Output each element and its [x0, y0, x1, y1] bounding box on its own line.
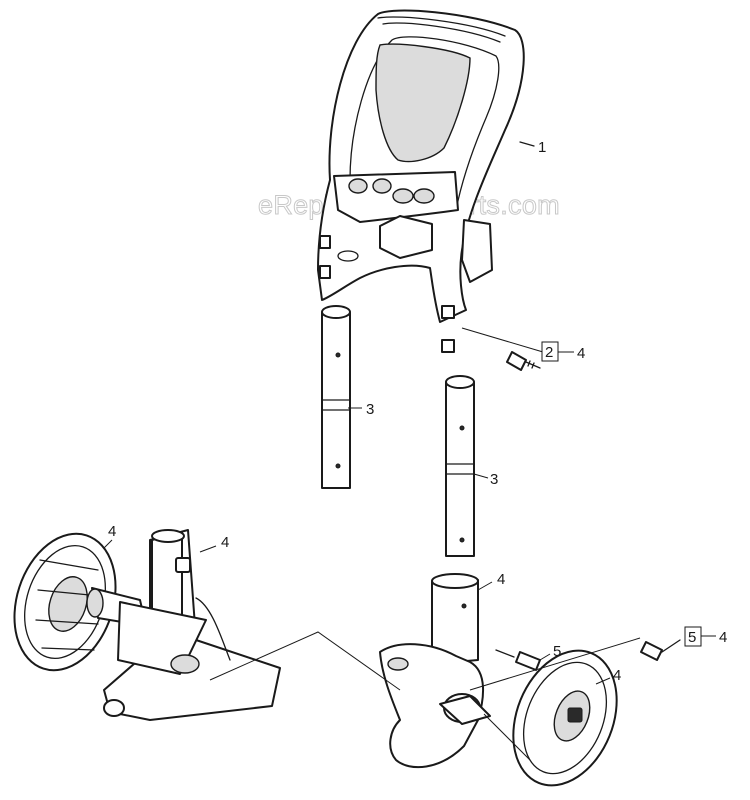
right-screw [640, 639, 681, 661]
callout-right-post: 4 [497, 571, 505, 588]
callout-tube-lower: 3 [490, 471, 498, 488]
handle-part [317, 9, 535, 353]
tube-left [321, 305, 351, 489]
right-base [379, 643, 491, 769]
left-base [103, 529, 281, 721]
handle-screw [506, 351, 541, 371]
callout-left-wheel: 4 [108, 523, 116, 540]
callout-handle-screw-ref: 4 [577, 345, 585, 362]
mid-screw [495, 649, 541, 671]
left-wheel [13, 532, 117, 672]
callout-right-screw-ref: 4 [719, 629, 727, 646]
callout-handle: 1 [538, 139, 546, 156]
tube-right [445, 375, 475, 557]
right-wheel [512, 649, 618, 787]
callout-left-axle: 4 [221, 534, 229, 551]
callout-right-screw: 5 [688, 629, 696, 646]
callout-mid-screw: 5 [553, 643, 561, 660]
callout-tube-upper: 3 [366, 401, 374, 418]
callout-handle-screw: 2 [545, 344, 553, 361]
callout-right-wheel: 4 [613, 667, 621, 684]
right-post [431, 573, 479, 665]
